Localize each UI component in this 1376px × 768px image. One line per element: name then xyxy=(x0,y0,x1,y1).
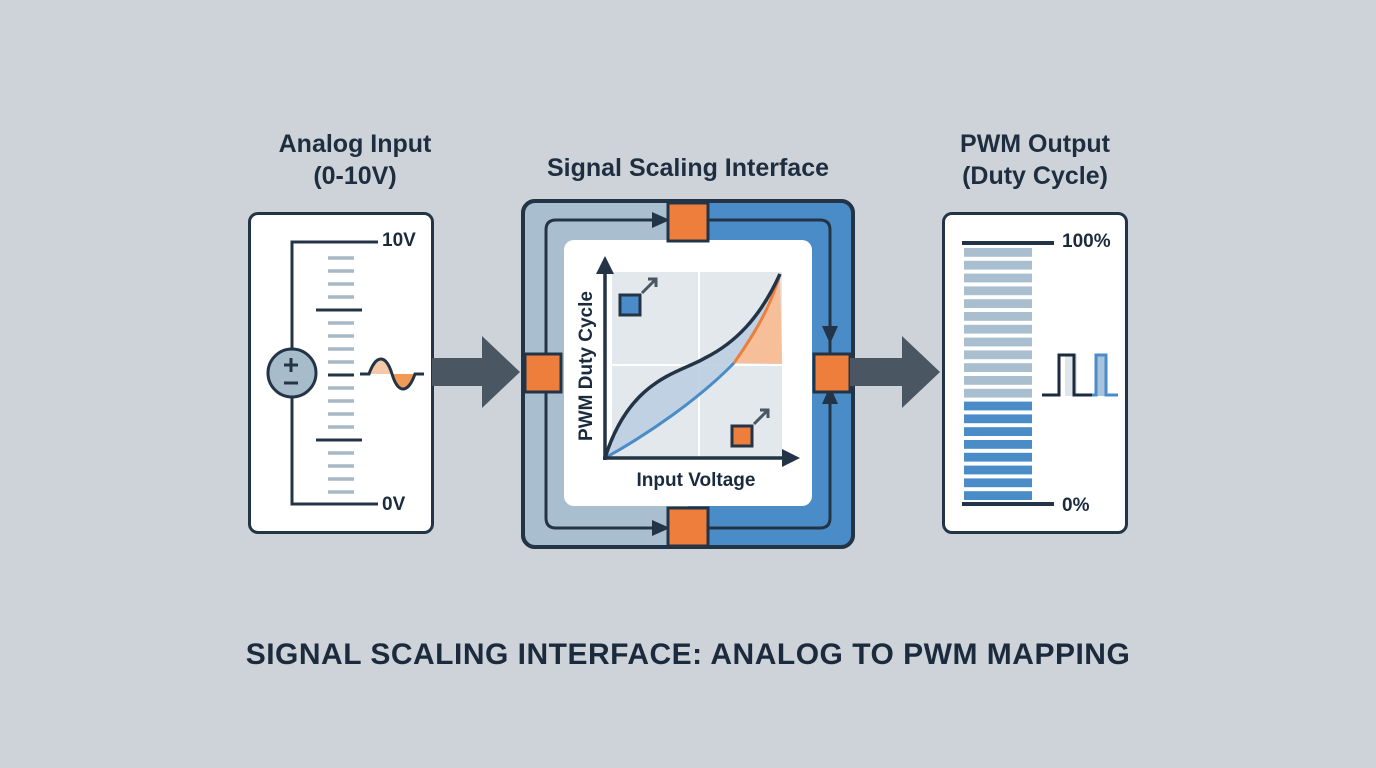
input-min-label: 0V xyxy=(382,494,406,515)
output-title: PWM Output (Duty Cycle) xyxy=(910,128,1160,192)
y-axis-arrowhead xyxy=(596,256,614,274)
arrowhead-right-down xyxy=(822,326,838,344)
signal-scaling-interface: PWM Duty Cycle Input Voltage xyxy=(521,199,855,549)
output-max-label: 100% xyxy=(1062,231,1111,252)
duty-bar-inactive xyxy=(964,350,1032,360)
input-title-line1: Analog Input xyxy=(278,130,432,158)
duty-bar-active xyxy=(964,478,1032,488)
duty-bar-inactive xyxy=(964,312,1032,321)
duty-bar-inactive xyxy=(964,337,1032,347)
duty-bar-active xyxy=(964,452,1032,462)
output-title-line1: PWM Output xyxy=(960,130,1110,158)
pwm-pulse-icon xyxy=(1042,353,1118,397)
arrowhead-bottom xyxy=(652,520,670,536)
duty-bar-inactive xyxy=(964,388,1032,398)
duty-bar-inactive xyxy=(964,273,1032,283)
node-top xyxy=(666,201,710,243)
output-title-line2: (Duty Cycle) xyxy=(962,162,1108,190)
scale-up-icon-blue xyxy=(618,277,658,317)
s-curve-mapping xyxy=(603,273,782,459)
node-bottom xyxy=(666,506,710,548)
arrowhead-top xyxy=(652,212,670,228)
region-exponential xyxy=(734,274,782,364)
x-axis-arrowhead xyxy=(782,449,800,467)
duty-bar-inactive xyxy=(964,286,1032,296)
node-right xyxy=(812,352,852,394)
sine-wave-icon xyxy=(360,357,424,391)
linear-mapping-curve xyxy=(604,361,736,460)
duty-bar-active xyxy=(964,401,1032,411)
duty-bar-inactive xyxy=(964,324,1032,334)
input-max-label: 10V xyxy=(382,230,416,251)
duty-bar-inactive xyxy=(964,363,1032,372)
scaling-title: Signal Scaling Interface xyxy=(546,154,830,182)
input-title: Analog Input (0-10V) xyxy=(230,128,480,192)
duty-cycle-bars xyxy=(964,248,1032,500)
duty-cycle-meter xyxy=(962,241,1118,506)
arrowhead-right-up xyxy=(822,386,838,404)
duty-bar-active xyxy=(964,427,1032,436)
duty-bar-inactive xyxy=(964,376,1032,385)
scale-up-icon-orange xyxy=(730,408,770,448)
scale-ticks xyxy=(316,256,362,494)
arrow-input-to-scaling xyxy=(432,336,520,408)
duty-bar-inactive xyxy=(964,299,1032,308)
analog-input-scale xyxy=(266,240,424,506)
arrow-scaling-to-output xyxy=(850,336,940,408)
duty-bar-inactive xyxy=(964,248,1032,257)
duty-bar-active xyxy=(964,414,1032,424)
diagram-caption: SIGNAL SCALING INTERFACE: ANALOG TO PWM … xyxy=(245,638,1131,671)
y-axis-label: PWM Duty Cycle xyxy=(576,291,597,441)
duty-bar-active xyxy=(964,440,1032,449)
x-axis-label: Input Voltage xyxy=(637,470,756,491)
input-title-line2: (0-10V) xyxy=(313,162,397,190)
duty-bar-inactive xyxy=(964,260,1032,270)
output-min-label: 0% xyxy=(1062,495,1090,516)
duty-bar-active xyxy=(964,491,1032,500)
node-left xyxy=(523,352,563,394)
voltage-source-icon xyxy=(266,347,318,399)
duty-bar-active xyxy=(964,465,1032,475)
